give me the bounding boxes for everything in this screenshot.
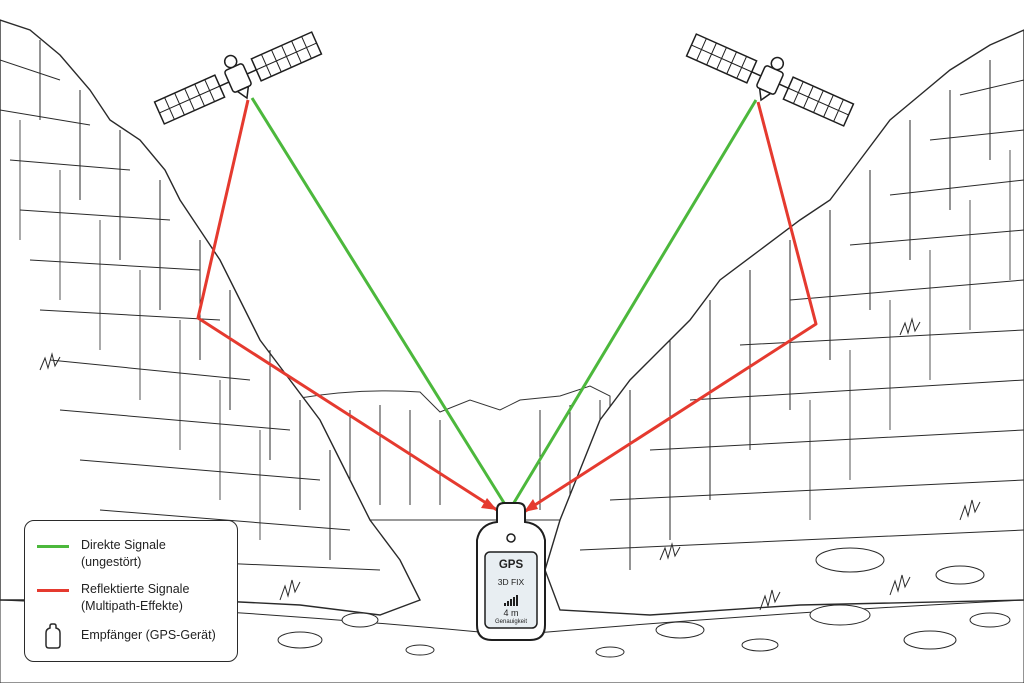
- legend-direct-title: Direkte Signale: [81, 537, 166, 554]
- satellite-right-icon: [682, 23, 858, 135]
- legend-item-reflected: Reflektierte Signale (Multipath-Effekte): [37, 581, 189, 615]
- legend-reflected-subtitle: (Multipath-Effekte): [81, 598, 189, 615]
- handheld-gps-icon: [37, 623, 69, 649]
- gps-accuracy-label: Genauigkeit: [485, 619, 537, 625]
- legend-item-receiver: Empfänger (GPS-Gerät): [37, 623, 216, 649]
- legend-item-direct: Direkte Signale (ungestört): [37, 537, 166, 571]
- right-cliff: [545, 30, 1024, 615]
- legend-direct-swatch: [37, 545, 69, 548]
- gps-title: GPS: [485, 559, 537, 571]
- gps-accuracy-value: 4 m: [485, 608, 537, 618]
- legend-reflected-title: Reflektierte Signale: [81, 581, 189, 598]
- satellite-left-icon: [150, 21, 326, 133]
- legend: Direkte Signale (ungestört) Reflektierte…: [24, 520, 238, 662]
- legend-direct-subtitle: (ungestört): [81, 554, 166, 571]
- gps-fix-status: 3D FIX: [485, 577, 537, 587]
- legend-receiver-label: Empfänger (GPS-Gerät): [81, 627, 216, 644]
- legend-reflected-swatch: [37, 589, 69, 592]
